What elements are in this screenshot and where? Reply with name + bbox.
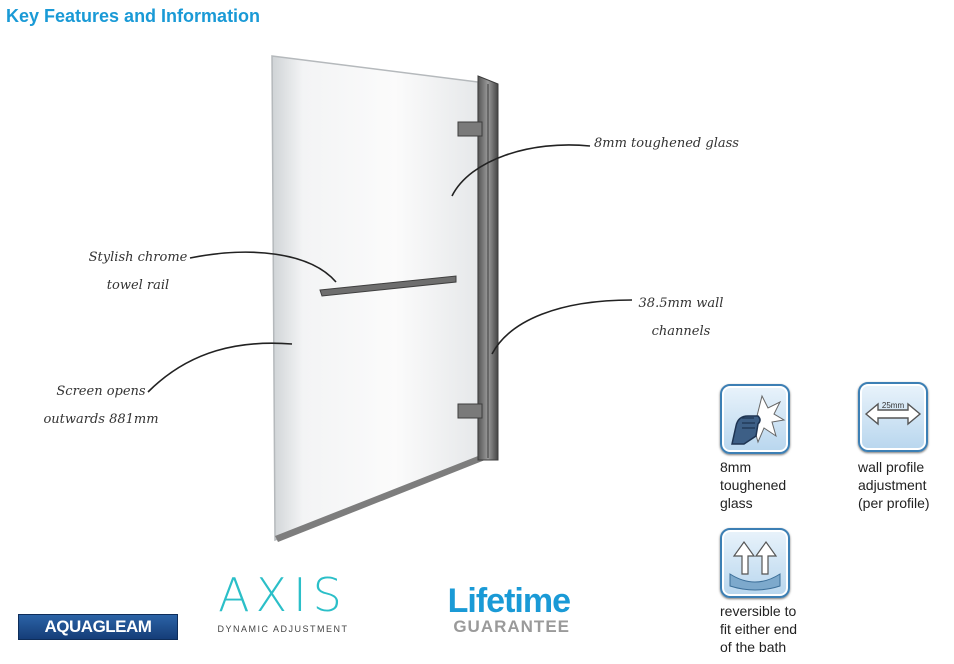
lifetime-word: Lifetime [447,582,571,620]
reversible-icon [720,528,790,598]
hinge-bottom [457,403,483,419]
wall-profile-icon: 25mm [858,382,928,452]
guarantee-word: GUARANTEE [453,617,570,636]
axis-logo: AXIS DYNAMIC ADJUSTMENT [208,570,358,634]
axis-logo-subtitle: DYNAMIC ADJUSTMENT [217,624,349,634]
callout-channels: 38.5mm wall channels [638,296,724,339]
glass-bottom-edge [275,456,490,542]
lifetime-guarantee-logo: Lifetime GUARANTEE [404,582,571,636]
page-title: Key Features and Information [6,6,261,26]
fist-glass-icon [720,384,790,454]
callout-rail: Stylish chrome towel rail [88,250,188,293]
callout-line-channels [491,299,633,355]
callout-opens: Screen opens outwards 881mm [43,384,159,427]
feature-text-glass: 8mm toughened glass [720,459,787,511]
callout-line-glass [451,144,591,197]
feature-text-reversible: reversible to fit either end of the bath [720,603,798,655]
axis-logo-word: AXIS [218,568,348,622]
towel-rail [319,275,457,297]
hinge-top [457,121,483,137]
wall-profile-badge: 25mm [882,401,905,410]
callout-line-opens [147,342,293,393]
callout-glass: 8mm toughened glass [594,136,739,151]
feature-text-profile: wall profile adjustment (per profile) [858,459,930,511]
callout-line-rail [189,251,337,283]
glass-panel [271,55,479,542]
aquagleam-logo: AQUAGLEAM [18,614,178,640]
